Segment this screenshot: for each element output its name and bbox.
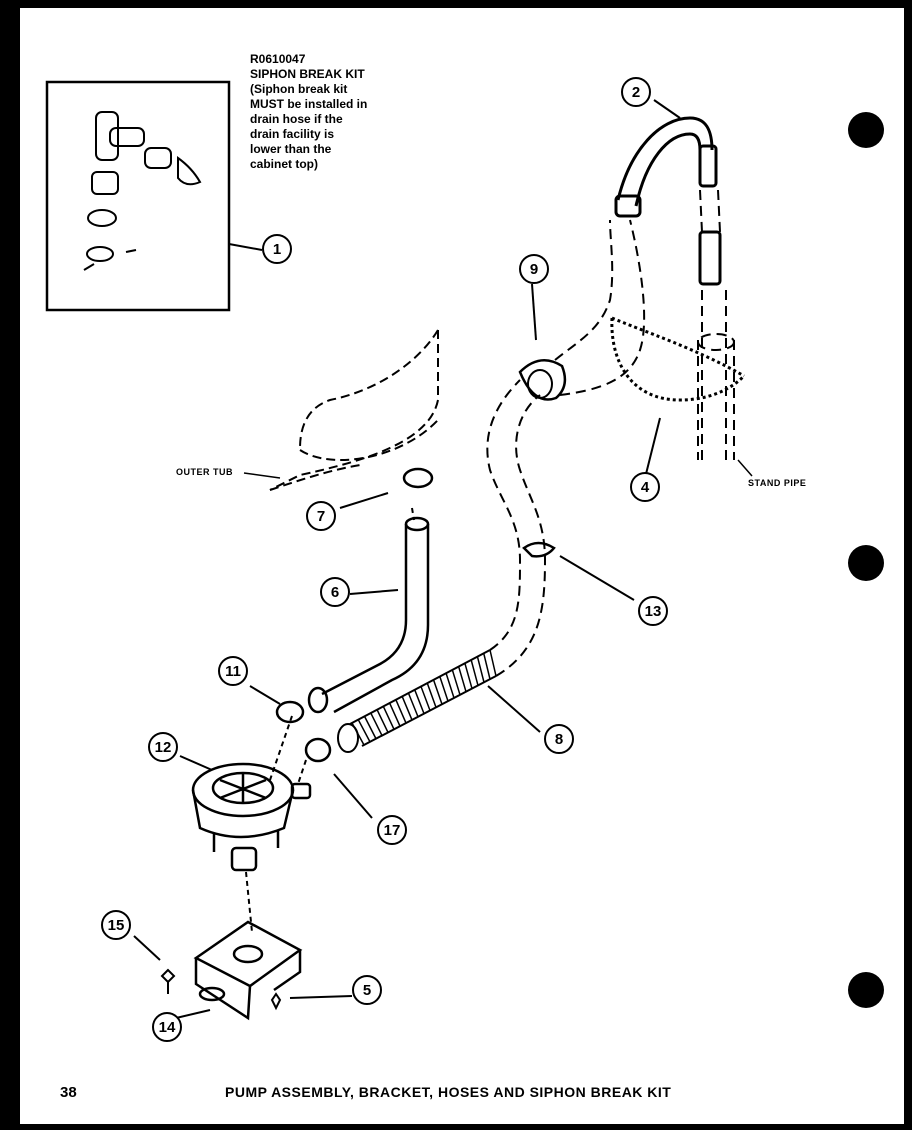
- punch-hole-middle: [848, 545, 884, 581]
- hose-rib: [401, 696, 413, 721]
- siphon-kit-parts: [83, 111, 202, 271]
- hose-rib: [414, 689, 425, 714]
- outer-tub: [269, 329, 439, 491]
- hose-rib: [476, 656, 485, 683]
- stand-pipe-label: STAND PIPE: [748, 478, 807, 488]
- hose-rib: [439, 676, 449, 702]
- hose-rib: [420, 686, 431, 711]
- hose-8: [337, 649, 497, 753]
- punch-hole-top: [848, 112, 884, 148]
- stand-pipe: [697, 189, 735, 460]
- callout-5: 5: [352, 975, 382, 1005]
- callout-15: 15: [101, 910, 131, 940]
- callout-1: 1: [262, 234, 292, 264]
- callout-13: 13: [638, 596, 668, 626]
- callout-8: 8: [544, 724, 574, 754]
- hose-rib: [376, 709, 389, 733]
- strap-4: [610, 317, 746, 402]
- hose-8-ribs: [351, 649, 497, 746]
- page-number: 38: [60, 1084, 77, 1101]
- page-title: PUMP ASSEMBLY, BRACKET, HOSES AND SIPHON…: [225, 1084, 672, 1100]
- hose-rib: [482, 653, 491, 680]
- bracket-14: [193, 920, 303, 1021]
- hose-rib: [470, 659, 479, 686]
- callout-6: 6: [320, 577, 350, 607]
- callout-2: 2: [621, 77, 651, 107]
- punch-hole-bottom: [848, 972, 884, 1008]
- pump-12: [191, 762, 312, 872]
- drain-hose-dashed: [486, 219, 646, 677]
- callout-17: 17: [377, 815, 407, 845]
- hose-rib: [464, 663, 473, 689]
- hose-rib: [351, 722, 365, 746]
- hose-rib: [357, 719, 371, 743]
- outer-tub-label: OUTER TUB: [176, 467, 233, 477]
- hose-rib: [370, 712, 383, 736]
- siphon-kit-label: R0610047 SIPHON BREAK KIT (Siphon break …: [250, 52, 368, 171]
- hose-rib: [395, 699, 407, 724]
- callout-14: 14: [152, 1012, 182, 1042]
- callout-11: 11: [218, 656, 248, 686]
- hose-rib: [445, 672, 455, 699]
- hose-rib: [489, 649, 497, 677]
- hose-rib: [407, 692, 419, 718]
- hose-rib: [451, 669, 461, 696]
- hose-rib: [363, 716, 377, 740]
- callout-7: 7: [306, 501, 336, 531]
- hose-rib: [382, 706, 395, 730]
- hose-6: [307, 516, 430, 714]
- callout-12: 12: [148, 732, 178, 762]
- hose-rib: [457, 666, 467, 692]
- callout-9: 9: [519, 254, 549, 284]
- hose-rib: [432, 679, 443, 705]
- hose-rib: [388, 702, 401, 727]
- parts-sheet: [20, 8, 904, 1124]
- callout-4: 4: [630, 472, 660, 502]
- siphon-kit-box: [45, 80, 231, 312]
- hose-rib: [426, 682, 437, 708]
- hose-2: [614, 116, 722, 286]
